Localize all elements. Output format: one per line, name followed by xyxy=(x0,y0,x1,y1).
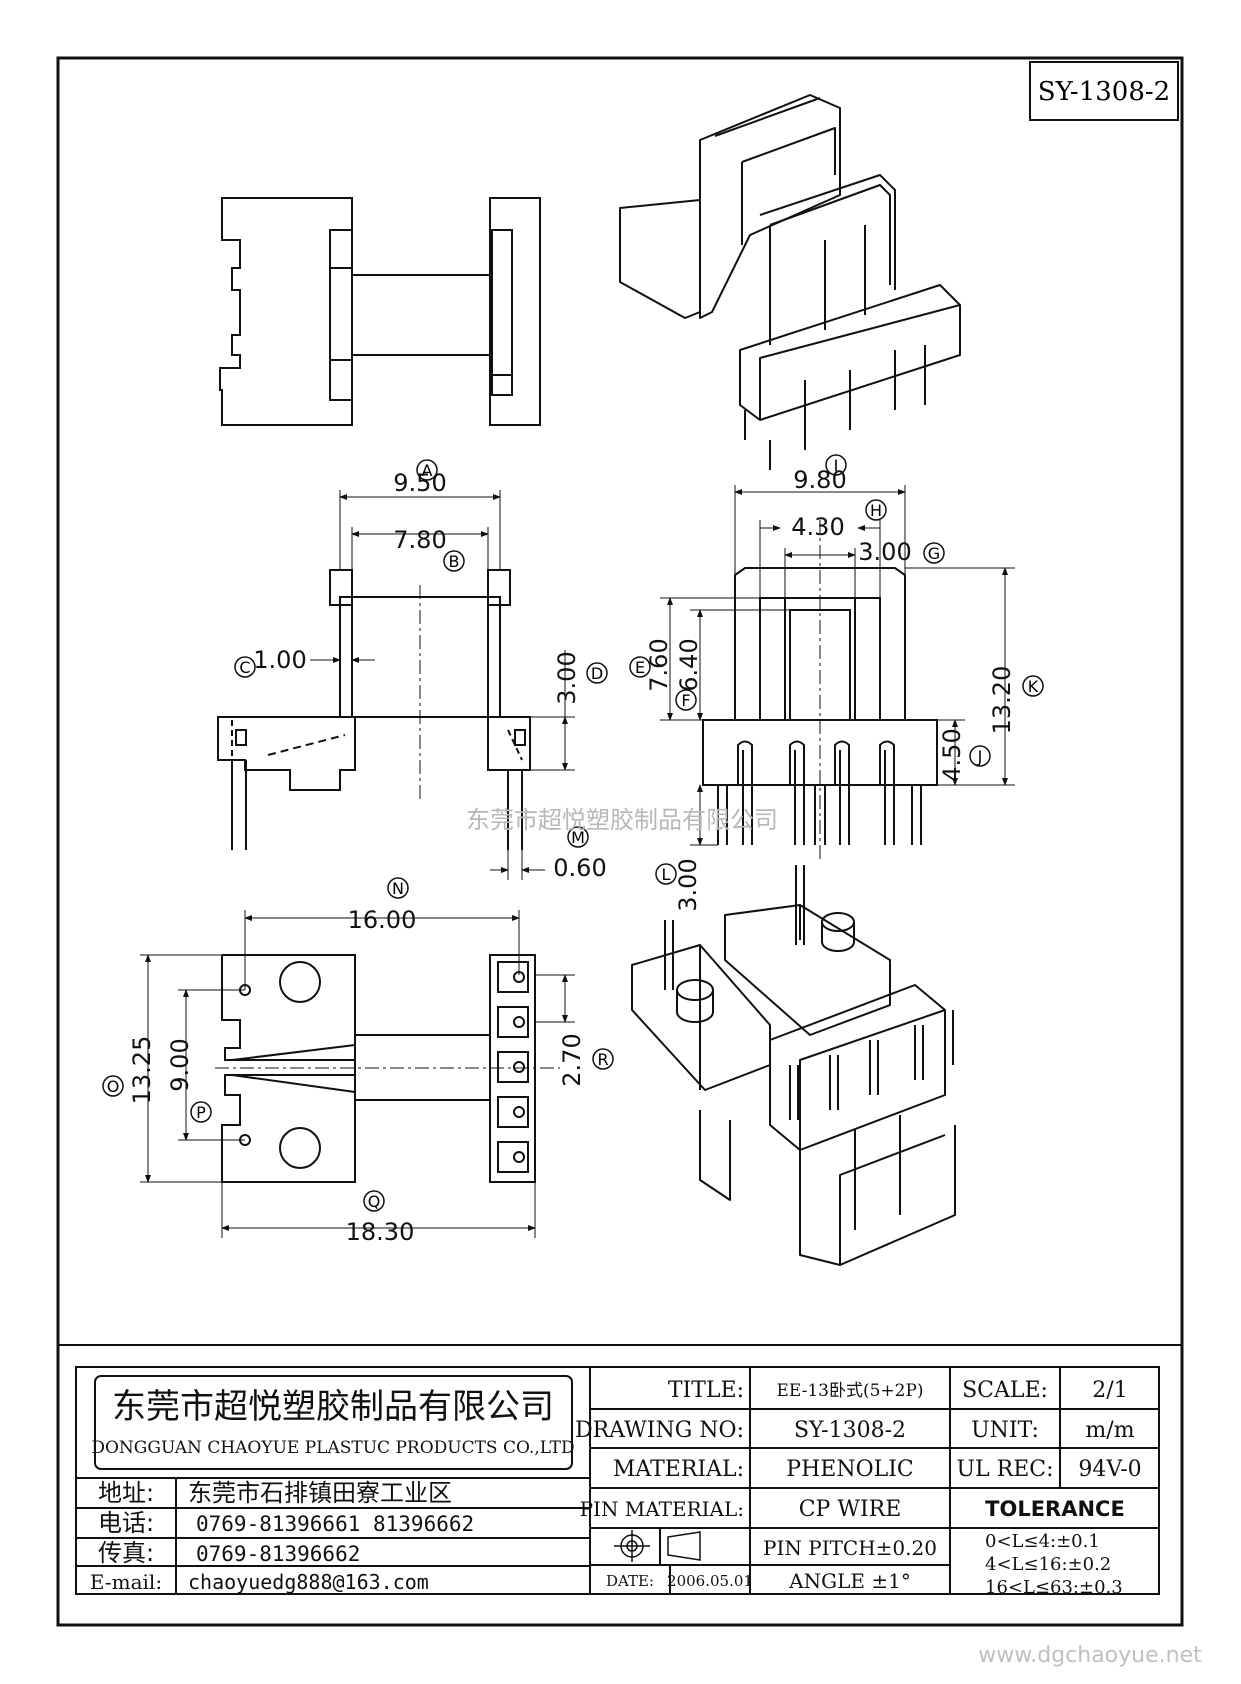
drawing-number-box: SY-1308-2 xyxy=(1029,61,1179,121)
dim-r-value: 2.70 xyxy=(558,1033,586,1086)
company-name-en: DONGGUAN CHAOYUE PLASTUC PRODUCTS CO.,LT… xyxy=(91,1438,574,1458)
callout-l: L xyxy=(662,865,671,884)
side-view-dimension-labels: 9.80 4.30 3.00 13.20 4.50 7.60 6.40 3.00 xyxy=(645,466,1016,912)
callout-a: A xyxy=(422,461,433,480)
tolerance-range-2: 4<L≤16:±0.2 xyxy=(985,1554,1111,1575)
side-view-dimensions xyxy=(660,485,1015,846)
callout-n: N xyxy=(392,879,404,898)
fax-value: 0769-81396662 xyxy=(196,1542,360,1566)
title-block-text: 东莞市超悦塑胶制品有限公司 DONGGUAN CHAOYUE PLASTUC P… xyxy=(90,1378,1142,1598)
front-view-dimensions xyxy=(310,490,575,880)
material-value: PHENOLIC xyxy=(786,1457,913,1482)
bottom-view-dimension-labels: 16.00 18.30 13.25 9.00 2.70 xyxy=(128,906,586,1246)
tolerance-range-1: 0<L≤4:±0.1 xyxy=(985,1531,1100,1552)
phone-value: 0769-81396661 81396662 xyxy=(196,1512,474,1536)
drawing-no-value: SY-1308-2 xyxy=(794,1418,906,1443)
email-value: chaoyuedg888@163.com xyxy=(188,1570,429,1594)
sheet-border xyxy=(56,56,1184,1627)
bottom-view-drawing xyxy=(215,954,560,1183)
pin-material-label: PIN MATERIAL: xyxy=(580,1497,744,1521)
dim-c-value: 1.00 xyxy=(253,646,306,674)
angle-label: ANGLE ±1° xyxy=(788,1569,911,1593)
isometric-view-top xyxy=(619,94,961,470)
callout-d: D xyxy=(591,664,603,683)
projection-symbol-icon xyxy=(614,1530,701,1562)
dim-l-value: 3.00 xyxy=(674,858,702,911)
callout-c: C xyxy=(239,658,250,677)
isometric-view-bottom xyxy=(631,865,956,1266)
bottom-view-callouts: N Q O P R xyxy=(102,877,614,1212)
dim-j-value: 4.50 xyxy=(938,728,966,781)
dim-i-value: 9.80 xyxy=(793,466,846,494)
callout-q: Q xyxy=(368,1192,381,1211)
callout-b: B xyxy=(449,552,460,571)
callout-e: E xyxy=(635,658,645,677)
footer-watermark: www.dgchaoyue.net xyxy=(978,1643,1202,1668)
callout-h: H xyxy=(870,501,882,520)
company-logo-box xyxy=(94,1375,573,1470)
pin-pitch-label: PIN PITCH±0.20 xyxy=(763,1536,937,1560)
dim-k-value: 13.20 xyxy=(988,666,1016,735)
email-label: E-mail: xyxy=(90,1570,162,1594)
scale-value: 2/1 xyxy=(1092,1378,1127,1403)
callout-r: R xyxy=(597,1050,608,1069)
dim-n-value: 16.00 xyxy=(348,906,417,934)
tolerance-range-3: 16<L≤63:±0.3 xyxy=(985,1577,1123,1598)
callout-i: I xyxy=(834,456,839,475)
callout-f: F xyxy=(681,691,690,710)
unit-label: UNIT: xyxy=(971,1418,1039,1443)
address-label: 地址: xyxy=(98,1479,154,1507)
dim-g-value: 3.00 xyxy=(858,538,911,566)
ul-rec-label: UL REC: xyxy=(956,1457,1053,1482)
dim-a-value: 9.50 xyxy=(393,469,446,497)
callout-j: J xyxy=(977,747,983,766)
dim-o-value: 13.25 xyxy=(128,1036,156,1105)
tolerance-label: TOLERANCE xyxy=(985,1497,1125,1521)
company-name-cn: 东莞市超悦塑胶制品有限公司 xyxy=(112,1387,554,1427)
dim-m-value: 0.60 xyxy=(553,854,606,882)
watermark-company: 东莞市超悦塑胶制品有限公司 xyxy=(466,806,778,834)
callout-k: K xyxy=(1028,677,1039,696)
front-view-drawing xyxy=(217,569,531,850)
drawing-number-text: SY-1308-2 xyxy=(1038,77,1170,107)
date-label: DATE: xyxy=(606,1572,654,1590)
title-block xyxy=(75,1366,1160,1595)
title-label: TITLE: xyxy=(668,1378,744,1403)
address-value: 东莞市石排镇田寮工业区 xyxy=(188,1479,452,1507)
front-view-dimension-labels: 9.50 7.80 1.00 3.00 0.60 xyxy=(253,469,606,882)
date-value: 2006.05.01 xyxy=(667,1572,753,1590)
dim-d-value: 3.00 xyxy=(553,651,581,704)
pin-material-value: CP WIRE xyxy=(799,1497,902,1522)
ul-rec-value: 94V-0 xyxy=(1078,1457,1141,1482)
dim-f-value: 6.40 xyxy=(675,638,703,691)
dim-q-value: 18.30 xyxy=(346,1218,415,1246)
scale-label: SCALE: xyxy=(962,1378,1048,1403)
unit-value: m/m xyxy=(1085,1418,1134,1443)
title-value: EE-13卧式(5+2P) xyxy=(776,1381,923,1401)
dim-h-value: 4.30 xyxy=(791,513,844,541)
callout-o: O xyxy=(107,1077,120,1096)
bottom-view-dimensions xyxy=(140,910,575,1238)
callout-p: P xyxy=(196,1103,206,1122)
dim-b-value: 7.80 xyxy=(393,526,446,554)
fax-label: 传真: xyxy=(98,1539,154,1567)
side-view-drawing xyxy=(702,520,938,860)
callout-m: M xyxy=(571,828,585,847)
drawing-no-label: DRAWING NO: xyxy=(575,1418,744,1443)
front-view-callouts: A B C D M xyxy=(234,459,608,848)
top-view-drawing xyxy=(219,197,541,426)
side-view-callouts: I H G K J E F L xyxy=(629,454,1044,885)
phone-label: 电话: xyxy=(98,1509,154,1537)
callout-g: G xyxy=(928,544,940,563)
dim-p-value: 9.00 xyxy=(166,1038,194,1091)
material-label: MATERIAL: xyxy=(613,1457,744,1482)
